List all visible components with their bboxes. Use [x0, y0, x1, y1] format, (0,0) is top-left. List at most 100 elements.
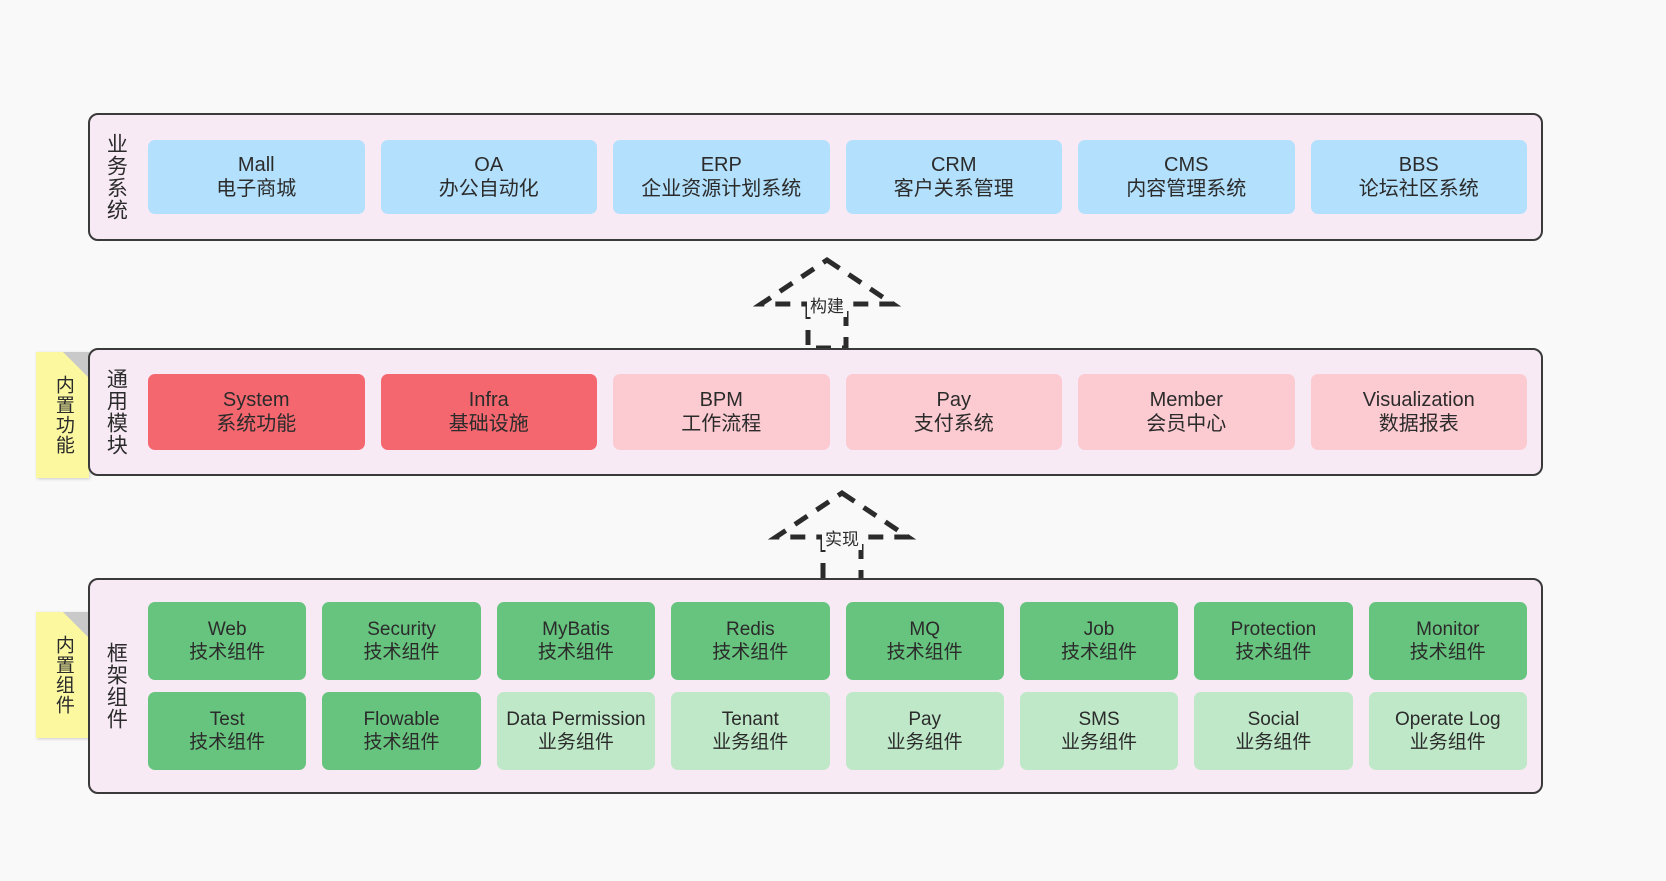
card-subtitle: 办公自动化 — [438, 178, 539, 200]
card-subtitle: 业务组件 — [537, 732, 614, 753]
framework-card-flowable[interactable]: Flowable 技术组件 — [322, 692, 481, 770]
card-subtitle: 企业资源计划系统 — [641, 178, 802, 200]
layer-framework-components: 框架组件 Web 技术组件 Security 技术组件 MyBatis 技术组件… — [88, 578, 1543, 794]
card-subtitle: 技术组件 — [1235, 642, 1312, 663]
card-subtitle: 论坛社区系统 — [1358, 178, 1479, 200]
card-title: Member — [1149, 388, 1223, 411]
card-subtitle: 技术组件 — [189, 642, 266, 663]
business-card-cms[interactable]: CMS 内容管理系统 — [1078, 140, 1295, 214]
layer-framework-body: Web 技术组件 Security 技术组件 MyBatis 技术组件 Redi… — [140, 580, 1541, 792]
framework-card-mybatis[interactable]: MyBatis 技术组件 — [496, 602, 656, 680]
card-title: Monitor — [1416, 618, 1480, 640]
modules-row: System 系统功能 Infra 基础设施 BPM 工作流程 Pay 支付系统… — [148, 374, 1527, 450]
card-title: OA — [474, 153, 504, 176]
framework-card-data-permission[interactable]: Data Permission 业务组件 — [496, 692, 656, 770]
business-card-crm[interactable]: CRM 客户关系管理 — [845, 140, 1062, 214]
card-subtitle: 工作流程 — [681, 413, 762, 435]
module-card-member[interactable]: Member 会员中心 — [1078, 374, 1295, 450]
card-title: System — [222, 388, 290, 411]
module-card-bpm[interactable]: BPM 工作流程 — [613, 374, 830, 450]
card-subtitle: 技术组件 — [886, 642, 963, 663]
sticky-note-builtin-components: 内置组件 — [36, 612, 89, 738]
layer-framework-title: 框架组件 — [104, 642, 128, 730]
card-subtitle: 技术组件 — [537, 642, 614, 663]
card-title: MyBatis — [542, 618, 610, 640]
module-card-system[interactable]: System 系统功能 — [148, 374, 365, 450]
card-title: MQ — [909, 618, 940, 640]
card-title: Flowable — [363, 708, 440, 730]
card-title: CMS — [1164, 153, 1209, 176]
card-subtitle: 会员中心 — [1146, 413, 1227, 435]
arrow-build-label: 构建 — [807, 292, 847, 317]
card-title: Tenant — [721, 708, 779, 730]
card-title: BBS — [1398, 153, 1439, 176]
card-title: Job — [1083, 618, 1115, 640]
card-title: Infra — [468, 388, 509, 411]
layer-common-modules: 通用模块 System 系统功能 Infra 基础设施 BPM 工作流程 Pay… — [88, 348, 1543, 476]
card-title: Web — [207, 618, 247, 640]
framework-card-tenant[interactable]: Tenant 业务组件 — [671, 692, 830, 770]
arrow-realize-label: 实现 — [822, 525, 862, 550]
layer-business-body: Mall 电子商城 OA 办公自动化 ERP 企业资源计划系统 CRM 客户关系… — [140, 115, 1541, 239]
card-subtitle: 技术组件 — [1409, 642, 1486, 663]
sticky-note-builtin-features: 内置功能 — [36, 352, 89, 478]
framework-card-monitor[interactable]: Monitor 技术组件 — [1368, 602, 1527, 680]
layer-modules-body: System 系统功能 Infra 基础设施 BPM 工作流程 Pay 支付系统… — [140, 350, 1541, 474]
framework-card-sms[interactable]: SMS 业务组件 — [1019, 692, 1179, 770]
card-subtitle: 支付系统 — [913, 413, 994, 435]
card-title: SMS — [1078, 708, 1120, 730]
card-subtitle: 业务组件 — [1061, 732, 1138, 753]
framework-row-tech: Web 技术组件 Security 技术组件 MyBatis 技术组件 Redi… — [148, 602, 1527, 680]
card-subtitle: 数据报表 — [1378, 413, 1459, 435]
card-title: Pay — [908, 708, 942, 730]
card-subtitle: 客户关系管理 — [893, 178, 1014, 200]
card-subtitle: 内容管理系统 — [1126, 178, 1247, 200]
business-card-erp[interactable]: ERP 企业资源计划系统 — [613, 140, 830, 214]
framework-card-security[interactable]: Security 技术组件 — [322, 602, 481, 680]
card-title: BPM — [699, 388, 743, 411]
arrow-realize: 实现 — [767, 487, 917, 583]
arrow-build: 构建 — [752, 254, 902, 350]
card-title: Mall — [237, 153, 275, 176]
framework-card-job[interactable]: Job 技术组件 — [1019, 602, 1179, 680]
layer-business-systems: 业务系统 Mall 电子商城 OA 办公自动化 ERP 企业资源计划系统 CRM… — [88, 113, 1543, 241]
layer-business-title: 业务系统 — [104, 133, 128, 221]
business-card-oa[interactable]: OA 办公自动化 — [380, 140, 597, 214]
card-title: Operate Log — [1394, 708, 1501, 730]
framework-card-protection[interactable]: Protection 技术组件 — [1194, 602, 1353, 680]
card-subtitle: 业务组件 — [1235, 732, 1312, 753]
card-subtitle: 电子商城 — [216, 178, 297, 200]
framework-card-test[interactable]: Test 技术组件 — [148, 692, 307, 770]
framework-card-operate-log[interactable]: Operate Log 业务组件 — [1368, 692, 1527, 770]
card-title: Visualization — [1362, 388, 1475, 411]
card-title: ERP — [700, 153, 742, 176]
card-title: Social — [1247, 708, 1300, 730]
framework-card-web[interactable]: Web 技术组件 — [148, 602, 307, 680]
card-subtitle: 业务组件 — [886, 732, 963, 753]
card-subtitle: 技术组件 — [363, 732, 440, 753]
framework-row-business: Test 技术组件 Flowable 技术组件 Data Permission … — [148, 692, 1527, 770]
module-card-pay[interactable]: Pay 支付系统 — [845, 374, 1062, 450]
business-card-bbs[interactable]: BBS 论坛社区系统 — [1310, 140, 1527, 214]
business-row: Mall 电子商城 OA 办公自动化 ERP 企业资源计划系统 CRM 客户关系… — [148, 140, 1527, 214]
card-title: Test — [209, 708, 245, 730]
framework-card-pay[interactable]: Pay 业务组件 — [845, 692, 1004, 770]
card-title: Security — [367, 618, 436, 640]
framework-card-mq[interactable]: MQ 技术组件 — [845, 602, 1004, 680]
module-card-visualization[interactable]: Visualization 数据报表 — [1310, 374, 1527, 450]
module-card-infra[interactable]: Infra 基础设施 — [380, 374, 597, 450]
card-subtitle: 业务组件 — [1409, 732, 1486, 753]
card-title: Protection — [1230, 618, 1317, 640]
card-subtitle: 系统功能 — [216, 413, 297, 435]
framework-card-social[interactable]: Social 业务组件 — [1194, 692, 1353, 770]
framework-card-redis[interactable]: Redis 技术组件 — [671, 602, 830, 680]
layer-modules-title: 通用模块 — [104, 368, 128, 456]
card-subtitle: 技术组件 — [363, 642, 440, 663]
card-subtitle: 技术组件 — [1061, 642, 1138, 663]
card-title: Pay — [936, 388, 971, 411]
card-subtitle: 技术组件 — [189, 732, 266, 753]
card-subtitle: 业务组件 — [712, 732, 789, 753]
business-card-mall[interactable]: Mall 电子商城 — [148, 140, 365, 214]
card-subtitle: 技术组件 — [712, 642, 789, 663]
card-title: Redis — [726, 618, 775, 640]
